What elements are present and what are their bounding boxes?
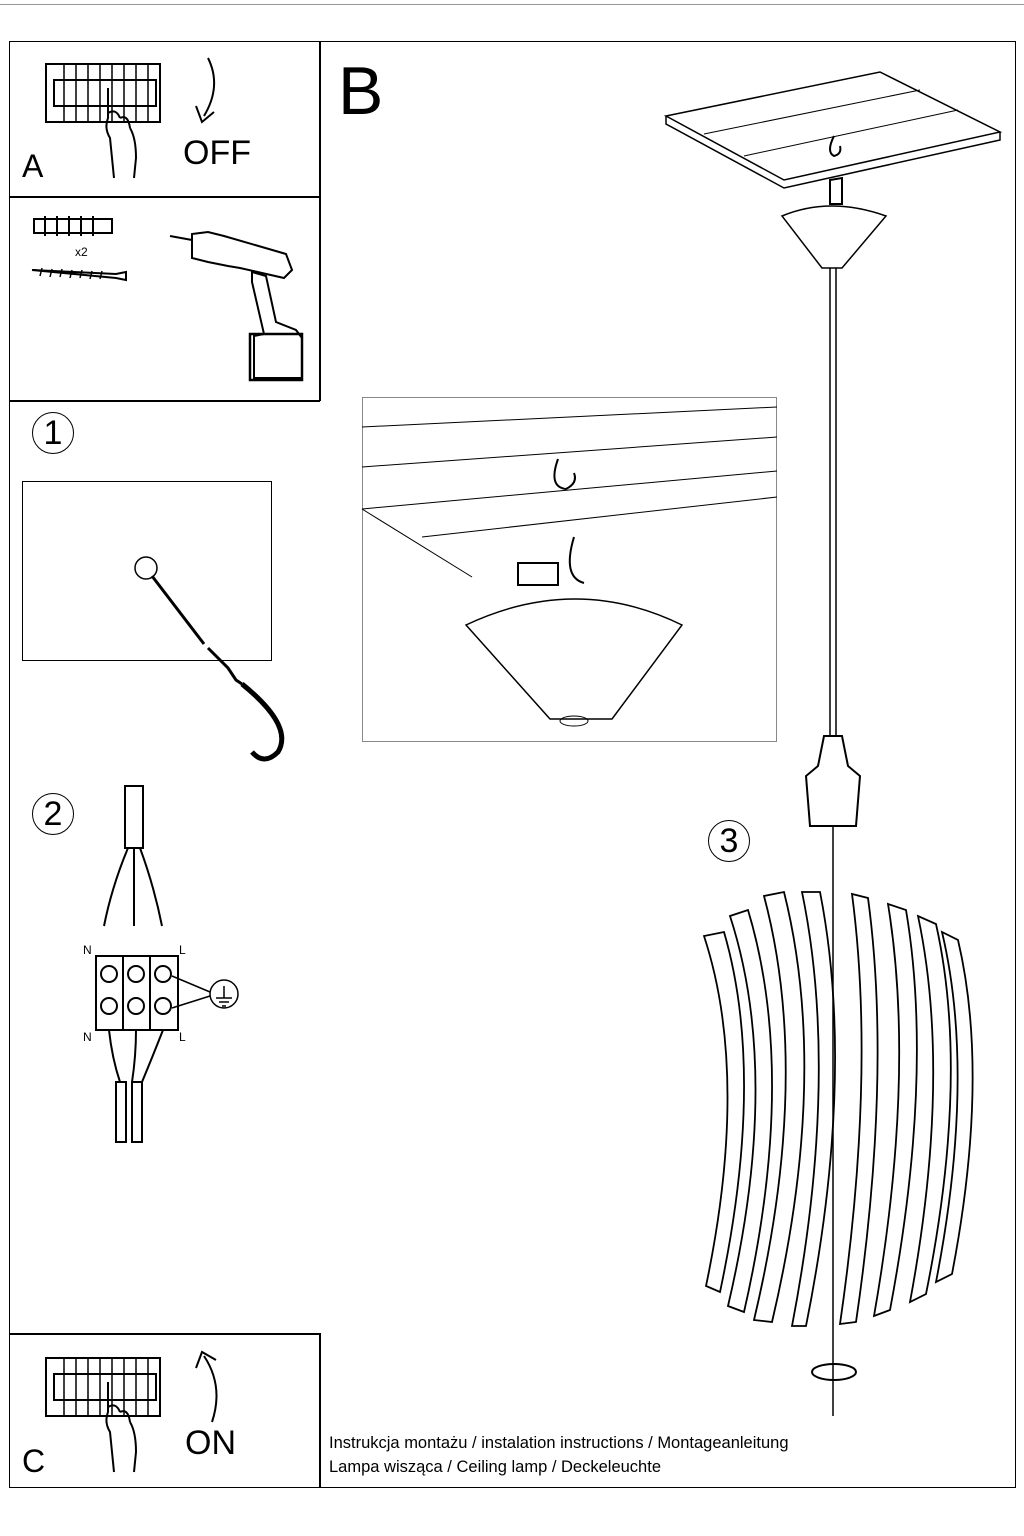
on-label: ON — [185, 1424, 236, 1462]
detail-inset — [362, 397, 777, 742]
page-frame — [9, 41, 1016, 1488]
left-column-divider — [319, 41, 321, 401]
left-column-divider-bottom — [319, 1333, 321, 1488]
step-1-number: 1 — [32, 412, 74, 454]
breaker-panel-off-icon — [45, 63, 161, 179]
canopy-detail-icon — [361, 406, 778, 727]
hardware-quantity: x2 — [75, 245, 88, 259]
breaker-panel-on-icon — [45, 1357, 161, 1473]
label-n-top: N — [83, 943, 92, 957]
divider-drill — [9, 400, 320, 402]
label-l-top: L — [179, 943, 186, 957]
screw-icon — [31, 267, 127, 282]
section-b-letter: B — [338, 53, 384, 129]
curved-arrow-down-icon — [195, 57, 215, 124]
terminal-block-icon — [95, 785, 239, 1143]
ceiling-plate-icon — [663, 71, 1003, 189]
top-rule — [0, 4, 1024, 5]
curved-arrow-up-icon — [195, 1350, 218, 1423]
power-drill-icon — [169, 230, 304, 382]
section-a-letter: A — [22, 148, 44, 184]
divider-a — [9, 196, 320, 198]
step-3-number: 3 — [708, 820, 750, 862]
footer-line-1: Instrukcja montażu / instalation instruc… — [329, 1434, 789, 1452]
footer-line-2: Lampa wisząca / Ceiling lamp / Deckeleuc… — [329, 1458, 661, 1476]
hook-anchor-icon — [134, 556, 285, 762]
label-n-bottom: N — [83, 1030, 92, 1044]
step-2-number: 2 — [32, 793, 74, 835]
section-c-letter: C — [22, 1443, 46, 1479]
ceiling-panel — [22, 481, 272, 661]
lamp-assembly-icon — [702, 176, 974, 1416]
off-label: OFF — [183, 134, 251, 172]
label-l-bottom: L — [179, 1030, 186, 1044]
wall-plug-icon — [33, 216, 113, 236]
divider-c — [9, 1333, 320, 1335]
